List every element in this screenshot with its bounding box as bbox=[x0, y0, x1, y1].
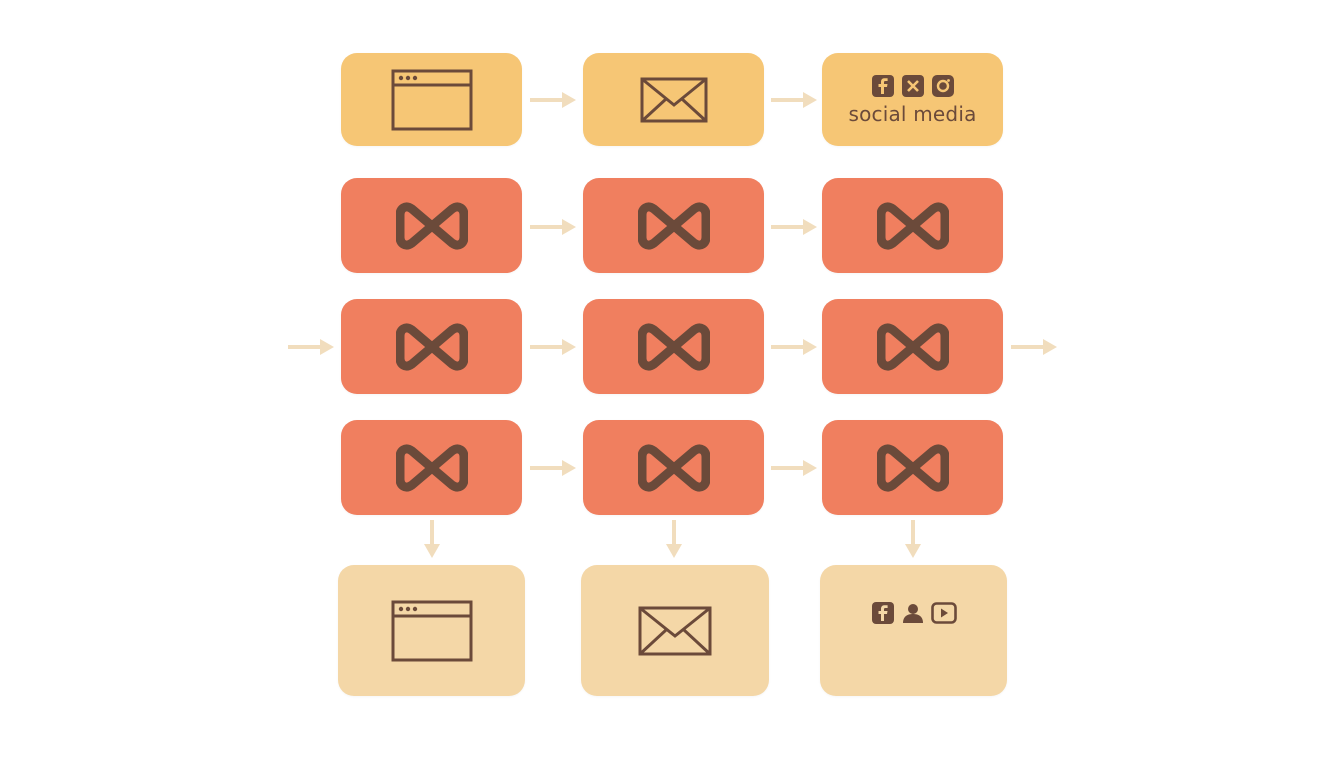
cross-link-icon bbox=[876, 322, 949, 372]
flow-arrow bbox=[771, 217, 817, 237]
youtube-icon bbox=[930, 601, 957, 625]
flow-arrow bbox=[530, 217, 576, 237]
flow-arrow bbox=[771, 337, 817, 357]
process-node bbox=[583, 420, 764, 515]
browser-window-icon bbox=[391, 69, 473, 131]
email-node bbox=[583, 53, 764, 146]
process-node bbox=[583, 178, 764, 273]
cross-link-icon bbox=[637, 201, 710, 251]
instagram-icon bbox=[931, 74, 955, 98]
cross-link-icon bbox=[637, 443, 710, 493]
flow-arrow bbox=[530, 337, 576, 357]
process-node bbox=[341, 299, 522, 394]
email-output-node bbox=[581, 565, 769, 696]
browser-window-icon bbox=[391, 600, 473, 662]
flow-arrow bbox=[530, 90, 576, 110]
process-node bbox=[822, 420, 1003, 515]
process-node bbox=[822, 178, 1003, 273]
process-node bbox=[583, 299, 764, 394]
user-icon bbox=[901, 601, 925, 625]
facebook-icon bbox=[871, 74, 895, 98]
flow-arrow bbox=[903, 520, 923, 558]
process-node bbox=[341, 420, 522, 515]
social-media-node: social media bbox=[822, 53, 1003, 146]
flow-arrow bbox=[1011, 337, 1057, 357]
browser-node bbox=[341, 53, 522, 146]
envelope-icon bbox=[638, 606, 712, 656]
flow-arrow bbox=[771, 90, 817, 110]
cross-link-icon bbox=[395, 322, 468, 372]
cross-link-icon bbox=[637, 322, 710, 372]
process-node bbox=[822, 299, 1003, 394]
flow-arrow bbox=[422, 520, 442, 558]
flow-arrow bbox=[288, 337, 334, 357]
flow-arrow bbox=[530, 458, 576, 478]
facebook-icon bbox=[871, 601, 895, 625]
cross-link-icon bbox=[876, 201, 949, 251]
flow-arrow bbox=[664, 520, 684, 558]
cross-link-icon bbox=[395, 443, 468, 493]
social-output-node bbox=[820, 565, 1007, 696]
x-icon bbox=[901, 74, 925, 98]
cross-link-icon bbox=[876, 443, 949, 493]
envelope-icon bbox=[640, 77, 708, 123]
flow-arrow bbox=[771, 458, 817, 478]
cross-link-icon bbox=[395, 201, 468, 251]
browser-output-node bbox=[338, 565, 525, 696]
process-node bbox=[341, 178, 522, 273]
social-media-label: social media bbox=[848, 101, 977, 126]
